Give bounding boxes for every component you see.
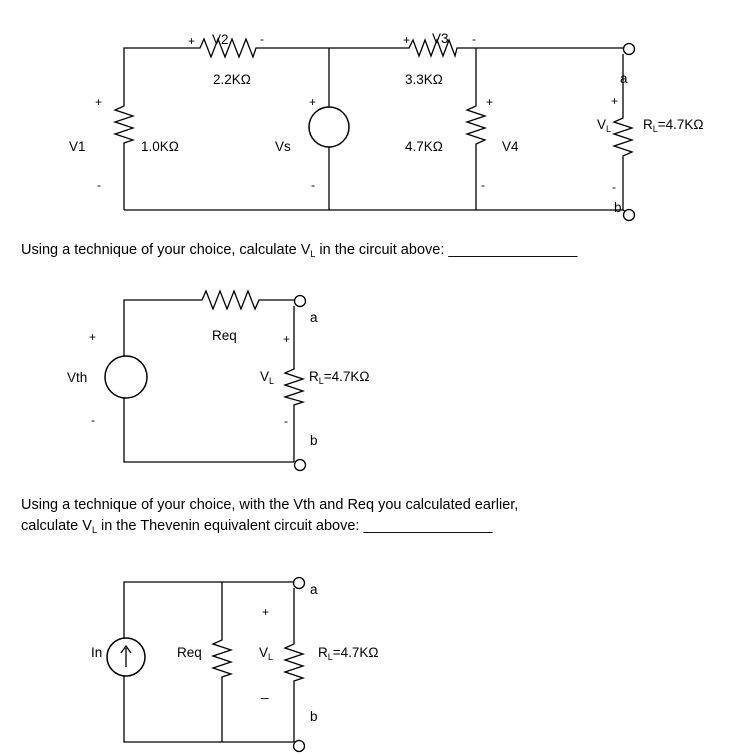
c1-v1-minus: - — [97, 178, 101, 192]
c3-label-rl: RL=4.7KΩ — [318, 645, 379, 662]
c1-terminal-a — [622, 42, 636, 56]
c2-vl-plus: + — [283, 332, 290, 346]
circuit-3-norton: In Req a + VL RL=4.7KΩ _ b — [91, 576, 379, 753]
c3-label-in: In — [91, 645, 102, 660]
c1-terminal-b — [622, 208, 636, 222]
c1-v1-plus: + — [95, 95, 102, 109]
c3-resistor-req — [210, 636, 234, 678]
c2-node-b: b — [310, 433, 318, 448]
c1-label-v2: V2 — [212, 32, 229, 47]
c1-resistor-3k3 — [404, 38, 460, 59]
c1-resistor-2k2 — [195, 37, 260, 59]
c1-label-v3: V3 — [432, 31, 449, 46]
c2-resistor-req — [196, 289, 264, 311]
c1-v3-minus: - — [472, 32, 476, 46]
c3-vl-minus: _ — [260, 684, 269, 699]
c1-resistor-1k0 — [112, 102, 136, 145]
c3-resistor-rl — [282, 640, 306, 682]
circuit-1: + V2 - 2.2KΩ + V3 - 3.3KΩ + V1 - 1.0KΩ +… — [69, 31, 704, 222]
c2-label-rl: RL=4.7KΩ — [309, 369, 370, 386]
c3-terminal-b — [292, 739, 306, 753]
c1-vs-plus: + — [309, 95, 316, 109]
c1-v2-plus: + — [188, 34, 195, 48]
c2-terminal-b — [293, 458, 307, 472]
c1-label-r-2k2: 2.2KΩ — [213, 72, 251, 87]
c1-label-r-1k0: 1.0KΩ — [141, 139, 179, 154]
c1-label-vs: Vs — [275, 139, 291, 154]
c3-label-vl: VL — [259, 645, 273, 662]
c2-vth-minus: - — [91, 413, 95, 427]
c1-label-r-4k7: 4.7KΩ — [405, 139, 443, 154]
c1-label-v1: V1 — [69, 139, 86, 154]
c1-label-v4: V4 — [502, 139, 519, 154]
c2-vl-minus: - — [284, 414, 288, 428]
c2-wire-left-bottom — [123, 397, 294, 463]
c1-vs-minus: - — [311, 178, 315, 192]
c2-node-a: a — [310, 310, 318, 325]
c2-resistor-rl — [282, 366, 306, 406]
c1-node-b: b — [614, 200, 622, 215]
c3-label-req: Req — [177, 645, 202, 660]
c3-vl-plus: + — [262, 605, 269, 619]
c2-terminal-a — [293, 294, 307, 308]
c1-label-r-3k3: 3.3KΩ — [405, 72, 443, 87]
circuit-2-thevenin: + Vth - Req a + VL RL=4.7KΩ - b — [67, 289, 370, 472]
c3-terminal-a — [292, 576, 306, 590]
c3-wire-top — [123, 581, 294, 638]
c3-wire-left-bottom — [123, 676, 294, 743]
c1-vl-plus: + — [611, 94, 618, 108]
c1-v3-plus: + — [403, 33, 410, 47]
c2-vth-plus: + — [89, 330, 96, 344]
c1-resistor-4k7 — [464, 102, 488, 146]
c2-source-vth — [104, 355, 148, 399]
c1-resistor-rl — [611, 115, 635, 158]
question-2-line-1: Using a technique of your choice, with t… — [21, 497, 518, 513]
c1-vl-minus: - — [612, 180, 616, 194]
c2-label-vth: Vth — [67, 370, 87, 385]
c1-node-a: a — [620, 71, 628, 86]
c3-node-b: b — [310, 709, 318, 724]
c3-current-arrow-icon — [120, 644, 132, 667]
question-1: Using a technique of your choice, calcul… — [21, 242, 578, 259]
c1-v4-minus: - — [481, 178, 485, 192]
c1-label-vl: VL — [597, 117, 611, 134]
c1-source-vs — [308, 106, 350, 148]
c2-label-vl: VL — [260, 369, 274, 386]
c1-v2-minus: - — [260, 32, 264, 46]
question-2-line-2: calculate VL in the Thevenin equivalent … — [21, 518, 493, 535]
c3-node-a: a — [310, 582, 318, 597]
c1-wire-top-left — [123, 47, 195, 102]
c1-v4-plus: + — [486, 95, 493, 109]
c1-label-rl: RL=4.7KΩ — [643, 117, 704, 134]
c2-label-req: Req — [212, 328, 237, 343]
c2-wire-left-top — [123, 299, 196, 356]
